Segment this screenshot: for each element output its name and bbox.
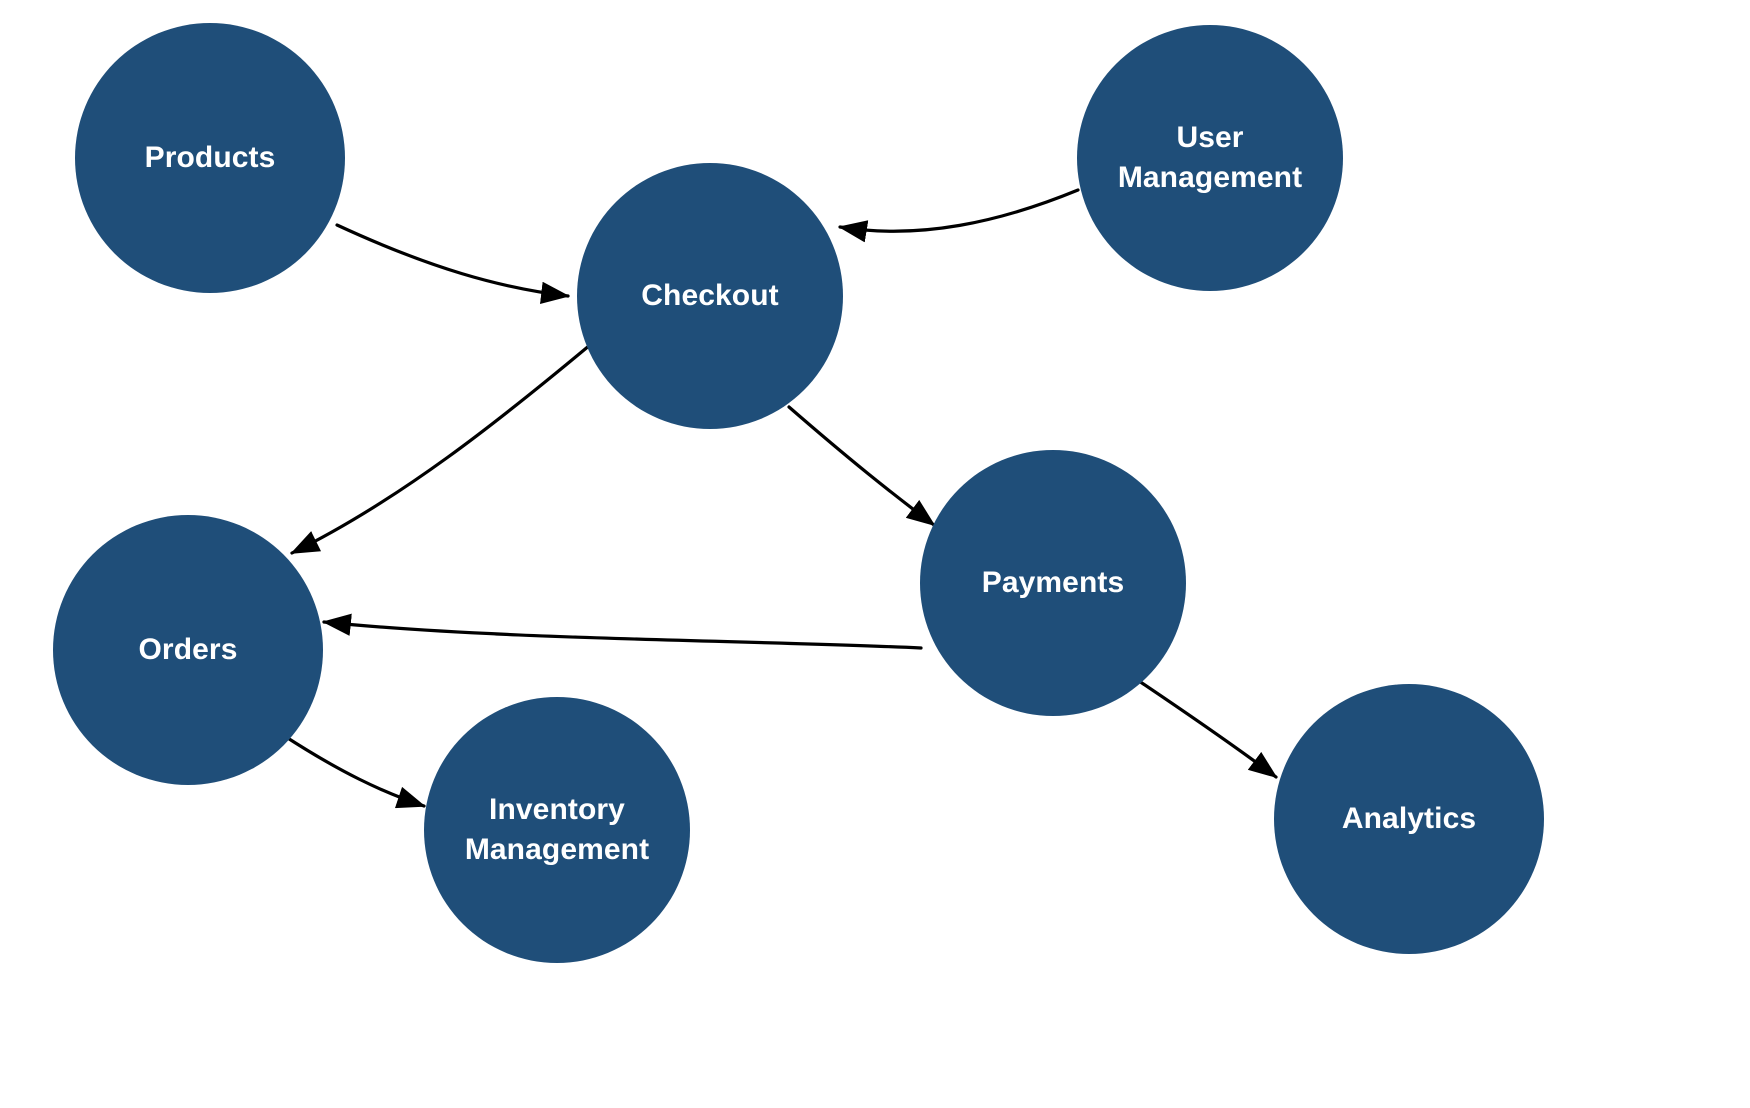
edge-products-to-checkout bbox=[335, 223, 570, 304]
node-label-analytics: Analytics bbox=[1341, 802, 1477, 836]
node-label-inventory-management: Inventory Management bbox=[464, 793, 650, 866]
node-payments[interactable]: Payments bbox=[920, 450, 1186, 716]
node-label-orders: Orders bbox=[138, 633, 238, 667]
node-inventory-management[interactable]: Inventory Management bbox=[424, 697, 690, 963]
node-orders[interactable]: Orders bbox=[53, 515, 323, 785]
edge-checkout-to-payments bbox=[787, 405, 936, 527]
node-products[interactable]: Products bbox=[75, 23, 345, 293]
node-label-user-management: User Management bbox=[1117, 121, 1303, 194]
edge-payments-to-orders bbox=[322, 613, 923, 650]
node-label-payments: Payments bbox=[981, 566, 1125, 600]
node-checkout[interactable]: Checkout bbox=[577, 163, 843, 429]
node-label-checkout: Checkout bbox=[641, 279, 779, 313]
edge-payments-to-analytics bbox=[1134, 677, 1278, 779]
node-user-management[interactable]: User Management bbox=[1077, 25, 1343, 291]
edge-orders-to-inventory-management bbox=[281, 733, 426, 809]
edge-checkout-to-orders bbox=[290, 343, 592, 555]
edges-group bbox=[281, 188, 1278, 809]
edge-user-management-to-checkout bbox=[838, 188, 1080, 243]
node-label-products: Products bbox=[144, 141, 276, 175]
node-analytics[interactable]: Analytics bbox=[1274, 684, 1544, 954]
